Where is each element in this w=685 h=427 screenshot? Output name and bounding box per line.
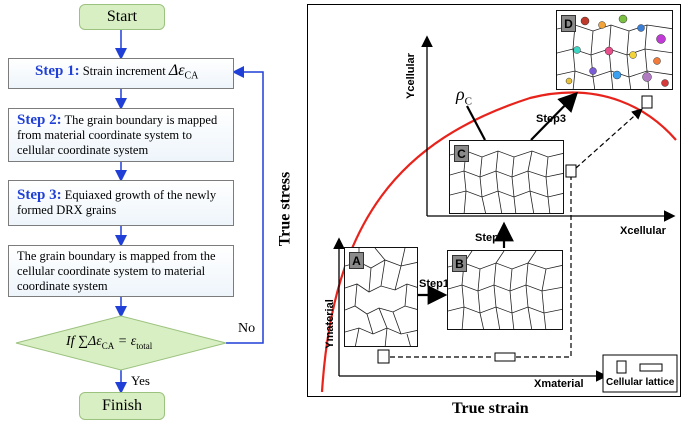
drx-grain [661,79,669,87]
drx-grain [642,72,652,82]
drx-grain [618,14,628,24]
strain-increment-symbol: Δε [168,62,185,80]
finish-terminal: Finish [79,392,165,420]
legend-rect-icon [639,363,663,372]
decision-diamond [15,315,227,371]
finish-label: Finish [101,397,142,414]
drx-grain [565,77,573,85]
cell-square [565,164,577,178]
step3-text: Equiaxed growth of the newly formed DRX … [17,188,217,217]
legend-label: Cellular lattice [606,377,675,388]
rho-subscript: C [464,95,472,108]
drx-grain [580,16,590,26]
decision-sub-ca: CA [101,340,115,351]
decision-sum: ∑Δε [78,334,102,349]
drx-grain [589,67,597,75]
panel-a: A [344,247,418,347]
step4-box: The grain boundary is mapped from the ce… [8,245,234,297]
drx-grain [598,21,606,29]
true-stress-label: True stress [276,171,294,247]
panel-b: B [447,250,563,330]
strain-increment-subscript: CA [184,70,199,82]
drx-grain [656,34,666,44]
panel-d: D [556,10,673,90]
decision-sub-total: total [136,340,153,351]
decision-equals: = ε [114,334,137,349]
yes-label: Yes [131,373,150,388]
rho-pointer [466,105,486,141]
panel-c-tag: C [454,145,469,162]
legend-square-icon [616,360,627,374]
panel-c: C [449,140,564,214]
step2-box: Step 2: The grain boundary is mapped fro… [8,108,234,162]
step3-label: Step 3: [17,187,62,203]
step3-arrow [530,91,579,141]
flow-stress-curve [320,91,677,393]
step1-text-label: Step1 [419,278,449,290]
true-strain-label: True strain [452,400,529,417]
cell-square [641,95,653,109]
step1-label: Step 1: [35,63,80,80]
step3-text-label: Step3 [536,113,566,125]
cell-rect [494,352,516,362]
xcellular-label: Xcellular [620,225,666,237]
grain-structure-a [345,248,417,346]
panel-b-tag: B [452,255,467,272]
step2-text: The grain boundary is mapped from materi… [17,112,218,157]
decision-condition: If ∑ΔεCA = εtotal [66,334,152,351]
drx-grain [637,24,645,32]
step2-label: Step 2: [17,111,62,128]
ycellular-label: Ycellular [404,53,417,99]
grain-structure-b [448,251,562,329]
diagram-frame [307,4,681,397]
drx-grain [604,46,614,56]
xmaterial-label: Xmaterial [534,378,584,390]
start-label: Start [106,8,138,25]
decision-if: If [66,334,75,349]
dashed-path [575,108,643,169]
step3-box: Step 3: Equiaxed growth of the newly for… [8,180,234,226]
step1-text: Strain increment [82,64,166,79]
drx-grain [653,57,661,65]
dashed-path [516,176,572,358]
cell-square [377,349,390,364]
step1-box: Step 1: Strain increment ΔεCA [8,58,234,89]
no-loop-arrow [226,66,264,344]
rho-c-label: ρC [456,84,472,108]
start-terminal: Start [79,4,165,30]
ymaterial-label: Ymaterial [323,299,336,349]
panel-a-tag: A [349,252,364,269]
step2-text-label: Step2 [475,232,505,244]
drx-grain [612,70,622,80]
rho-symbol: ρ [456,84,465,104]
grain-structure-d [557,14,672,89]
panel-d-tag: D [561,15,576,32]
no-label: No [238,321,256,336]
step4-text: The grain boundary is mapped from the ce… [17,248,216,293]
legend-box [602,354,678,393]
drx-grain [629,51,637,59]
drx-grain [573,46,581,54]
